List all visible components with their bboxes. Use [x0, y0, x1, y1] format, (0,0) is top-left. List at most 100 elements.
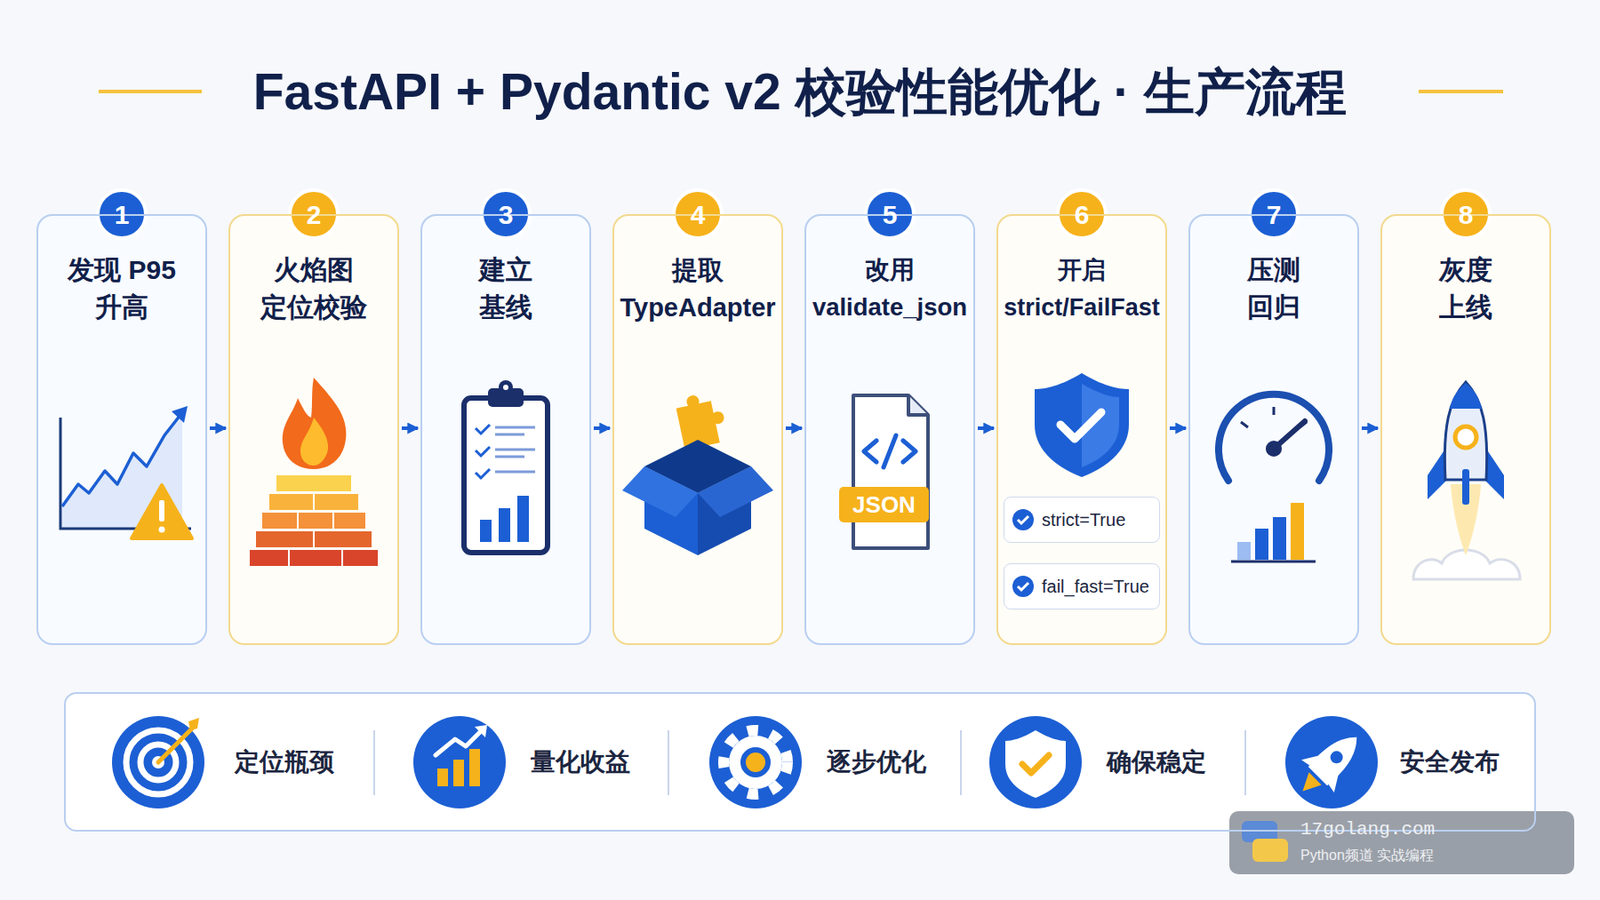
step-number: 2 — [289, 191, 338, 240]
option-box: fail_fast=True — [1003, 563, 1160, 610]
icon-shape — [495, 433, 525, 437]
icon-shape — [908, 395, 928, 416]
icon-shape — [1003, 563, 1160, 610]
icon-shape — [1060, 412, 1102, 440]
panel-fill — [64, 692, 1536, 832]
icon-shape — [612, 214, 784, 646]
flow-arrow — [1169, 426, 1186, 431]
step-card: 7压测 回归 — [1188, 214, 1360, 646]
option-text: fail_fast=True — [1041, 576, 1150, 598]
json-tag: JSON — [839, 487, 929, 523]
icon-shape — [276, 475, 352, 492]
icon-shape — [1462, 469, 1470, 505]
watermark-box — [1229, 811, 1575, 875]
step-card: 1发现 P95 升高 — [36, 214, 208, 646]
icon-shape — [282, 377, 347, 470]
step-number: 8 — [1441, 191, 1490, 240]
icon-shape — [883, 435, 896, 468]
diagram-title: FastAPI + Pydantic v2 校验性能优化 · 生产流程 — [0, 60, 1600, 123]
icon-shape — [989, 716, 1082, 809]
watermark-channel: Python频道 实战编程 — [1300, 845, 1434, 867]
icon-shape — [622, 466, 698, 518]
icon-shape — [420, 214, 592, 646]
icon-shape — [98, 89, 202, 94]
step-card: 3建立 基线 — [420, 214, 592, 646]
icon-shape — [171, 406, 188, 424]
icon-shape — [453, 760, 464, 787]
icon-shape — [1286, 720, 1374, 808]
icon-shape — [296, 512, 299, 529]
icon-shape — [1229, 811, 1575, 875]
icon-shape — [996, 214, 1168, 646]
icon-shape — [723, 730, 788, 795]
icon-shape — [1272, 517, 1287, 560]
icon-shape — [300, 417, 328, 466]
benefit-text: 逐步优化 — [826, 746, 927, 779]
box-puzzle-icon — [622, 390, 774, 556]
icon-shape — [269, 494, 359, 511]
icon-shape — [475, 469, 490, 479]
icon-shape — [1240, 407, 1307, 428]
icon-shape — [373, 730, 376, 796]
flow-arrow — [977, 426, 994, 431]
icon-shape — [249, 550, 378, 567]
step-card: 5改用 validate_json — [804, 214, 976, 646]
icon-shape — [256, 531, 372, 548]
icon-shape — [1449, 383, 1482, 409]
icon-shape — [480, 520, 492, 543]
icon-shape — [312, 494, 315, 511]
icon-shape — [1455, 426, 1477, 448]
stable-shield-icon — [989, 716, 1082, 809]
icon-shape — [1301, 748, 1345, 792]
icon-shape — [475, 447, 490, 456]
flow-arrow — [209, 426, 226, 431]
icon-shape — [228, 214, 400, 646]
icon-shape — [667, 730, 670, 796]
benefit-text: 量化收益 — [530, 746, 631, 779]
flow-arrow — [1361, 426, 1378, 431]
icon-shape — [341, 550, 344, 567]
icon-shape — [1188, 214, 1360, 646]
icon-shape — [804, 214, 976, 646]
icon-shape — [159, 500, 165, 522]
icon-shape — [743, 750, 768, 776]
icon-shape — [697, 466, 774, 518]
rising-chart-icon — [60, 406, 192, 539]
growth-icon — [413, 716, 506, 809]
icon-shape — [503, 384, 509, 391]
icon-shape — [1237, 542, 1251, 560]
step-title: 改用 validate_json — [811, 251, 968, 327]
step-card: 8灰度 上线 — [1380, 214, 1552, 646]
icon-shape — [435, 730, 482, 756]
flame-graph-icon — [249, 377, 378, 567]
option-text: strict=True — [1041, 510, 1126, 531]
flow-arrow — [593, 426, 610, 431]
icon-shape — [495, 456, 525, 459]
step-title: 提取 TypeAdapter — [619, 251, 776, 327]
icon-shape — [36, 214, 208, 646]
icon-shape — [495, 427, 536, 472]
gear-icon — [709, 716, 802, 809]
icon-shape — [673, 390, 729, 451]
icon-shape — [112, 716, 205, 809]
icon-shape — [1231, 560, 1316, 564]
icon-shape — [474, 725, 488, 738]
icon-shape — [1418, 89, 1504, 94]
json-document-icon — [839, 395, 929, 549]
icon-shape — [839, 487, 929, 523]
icon-shape — [1244, 730, 1247, 796]
gauge-icon — [1218, 394, 1329, 562]
step-title: 压测 回归 — [1220, 251, 1328, 327]
target-icon — [112, 716, 205, 809]
icon-shape — [1017, 516, 1029, 524]
watermark-site: 17golang.com — [1300, 817, 1435, 843]
step-card: 6开启 strict/FailFaststrict=Truefail_fast=… — [996, 214, 1168, 646]
benefit-text: 确保稳定 — [1106, 746, 1207, 779]
icon-shape — [1296, 772, 1321, 798]
icon-shape — [1240, 422, 1248, 428]
icon-shape — [517, 496, 529, 543]
icon-shape — [1285, 716, 1378, 809]
summary-panel: 定位瓶颈量化收益逐步优化确保稳定安全发布 — [64, 692, 1536, 832]
benefit-text: 安全发布 — [1400, 746, 1500, 779]
